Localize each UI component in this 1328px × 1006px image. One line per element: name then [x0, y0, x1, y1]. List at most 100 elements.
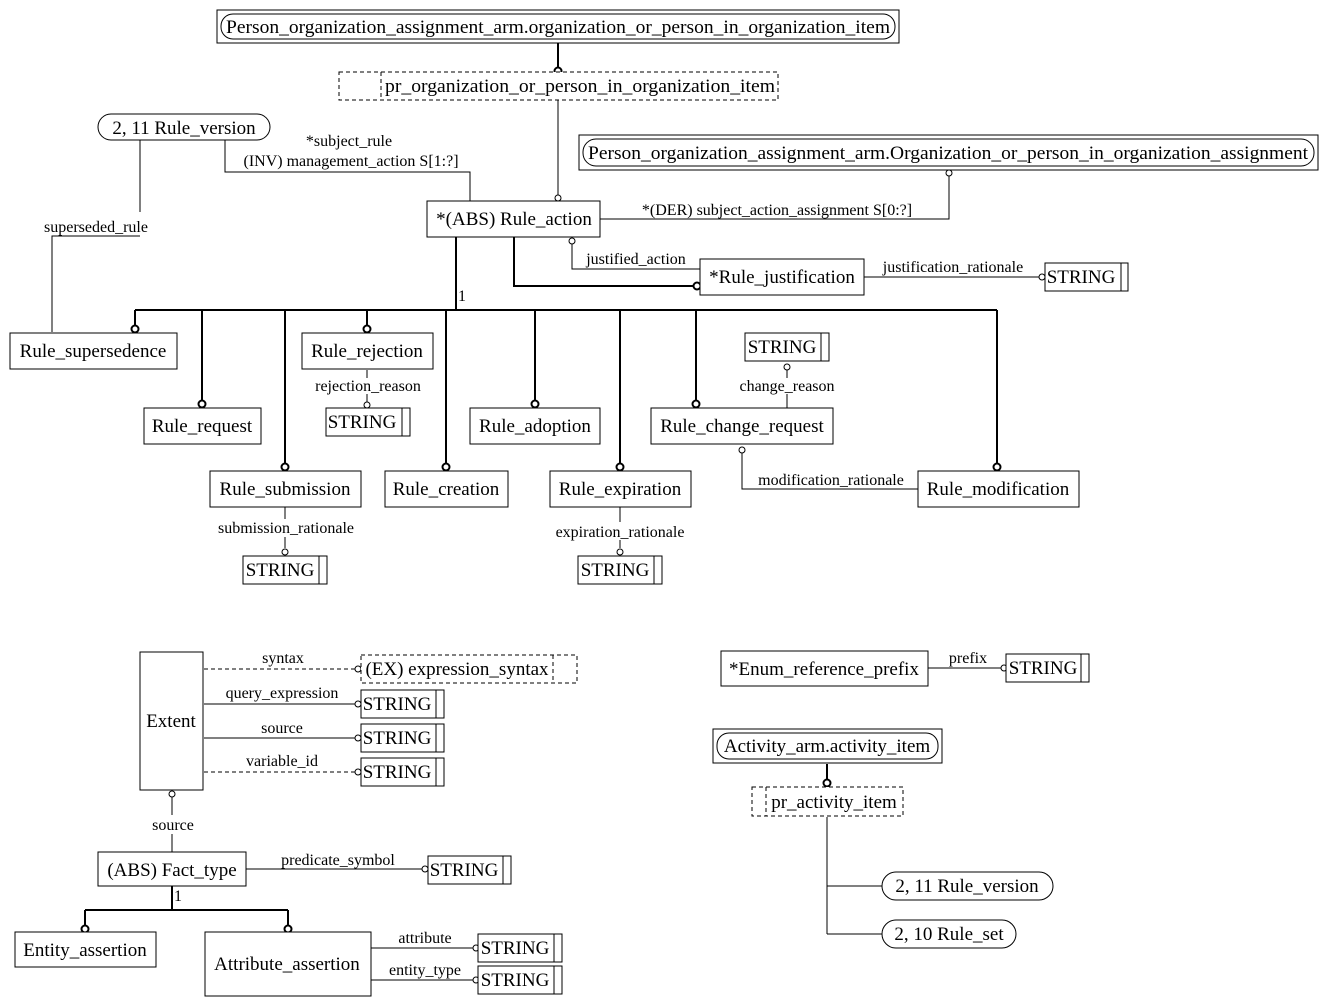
diagram-boxes [9, 9, 1319, 997]
string-justification-label: STRING [1047, 267, 1116, 288]
rule-submission-label: Rule_submission [220, 479, 351, 500]
string-submission-label: STRING [246, 560, 315, 581]
rule-supersedence-box [9, 332, 178, 370]
string-change-box [744, 332, 830, 362]
rule-supersedence-label: Rule_supersedence [20, 341, 167, 362]
box-texts: Person_organization_assignment_arm.organ… [20, 17, 1309, 991]
expression-syntax-label: (EX) expression_syntax [365, 659, 549, 680]
rule-expiration-label: Rule_expiration [559, 479, 682, 500]
pr-org-item-label: pr_organization_or_person_in_organizatio… [385, 76, 775, 97]
string-attribute-box [477, 933, 563, 963]
prefix-label: prefix [949, 650, 987, 667]
submission-rationale-label: submission_rationale [218, 520, 354, 537]
poa-select-ref [216, 9, 900, 44]
rule-version-ref-box [97, 113, 271, 141]
change-reason-label: change_reason [739, 378, 834, 395]
expression-syntax-box [360, 654, 578, 684]
rule-adoption-label: Rule_adoption [479, 416, 591, 437]
rule-change-request-box [650, 407, 834, 445]
source-attribute-label: source [261, 720, 303, 737]
pr-activity-item-box [751, 786, 904, 817]
rule-set-ref-label: 2, 10 Rule_set [894, 924, 1004, 945]
source-inverse-label: source [152, 817, 194, 834]
rule-request-label: Rule_request [152, 416, 253, 437]
string-entity-type-box [477, 965, 563, 995]
superseded-rule-label: superseded_rule [44, 219, 148, 236]
extent-box [139, 651, 204, 791]
rule-modification-label: Rule_modification [927, 479, 1070, 500]
poa-entity-label: Person_organization_assignment_arm.Organ… [588, 143, 1309, 164]
rule-adoption-box [469, 407, 601, 445]
fact-type-label: (ABS) Fact_type [107, 860, 236, 881]
string-source-box [360, 723, 445, 753]
entity-assertion-box [14, 931, 157, 968]
activity-item-ref [712, 728, 943, 764]
string-prefix-label: STRING [1009, 658, 1078, 679]
rule-modification-box [917, 470, 1080, 508]
management-action-label: (INV) management_action S[1:?] [243, 153, 458, 170]
rule-version-ref-label: 2, 11 Rule_version [112, 118, 256, 139]
rule-justification-box [699, 258, 865, 296]
query-expression-label: query_expression [226, 685, 339, 702]
relationship-labels: *subject_rule (INV) management_action S[… [38, 133, 1023, 979]
string-rejection-label: STRING [328, 412, 397, 433]
string-submission-box [242, 555, 328, 585]
string-justification-box [1044, 262, 1129, 292]
activity-item-label: Activity_arm.activity_item [724, 736, 931, 757]
rule-creation-box [384, 470, 509, 508]
variable-id-label: variable_id [246, 753, 318, 770]
predicate-symbol-label: predicate_symbol [281, 852, 395, 869]
relationship-lines [51, 43, 1040, 981]
rule-rejection-label: Rule_rejection [311, 341, 423, 362]
attribute-assertion-label: Attribute_assertion [214, 954, 360, 975]
fact-subtype-one-label: 1 [174, 888, 182, 905]
rule-creation-label: Rule_creation [393, 479, 500, 500]
string-query-label: STRING [363, 694, 432, 715]
string-rejection-box [325, 407, 411, 437]
rule-set-ref-box [881, 919, 1017, 949]
string-expiration-box [577, 555, 663, 585]
rule-expiration-box [549, 470, 692, 508]
rule-version-ref2-label: 2, 11 Rule_version [895, 876, 1039, 897]
entity-type-label: entity_type [389, 962, 461, 979]
modification-rationale-label: modification_rationale [758, 472, 904, 489]
subject-action-assignment-label: *(DER) subject_action_assignment S[0:?] [642, 202, 912, 219]
superseded-rule-label-bg [38, 217, 156, 233]
fact-type-box [97, 851, 247, 887]
poa-select-label: Person_organization_assignment_arm.organ… [226, 17, 890, 38]
rule-justification-label: *Rule_justification [709, 267, 855, 288]
justification-rationale-label: justification_rationale [882, 259, 1023, 276]
poa-entity-ref [578, 134, 1319, 171]
attribute-assertion-box [204, 931, 372, 997]
string-source-label: STRING [363, 728, 432, 749]
attribute-label: attribute [398, 930, 451, 947]
subtype-one-label: 1 [458, 288, 466, 305]
justified-action-label: justified_action [585, 251, 686, 268]
string-predicate-label: STRING [430, 860, 499, 881]
rule-action-box [426, 200, 601, 238]
expiration-rationale-label: expiration_rationale [556, 524, 685, 541]
rejection-reason-label: rejection_reason [315, 378, 421, 395]
string-prefix-box [1005, 653, 1090, 683]
string-attribute-label: STRING [481, 938, 550, 959]
string-variable-box [360, 757, 445, 787]
entity-assertion-label: Entity_assertion [23, 940, 147, 961]
rule-rejection-box [301, 332, 434, 370]
enum-prefix-box [720, 650, 929, 687]
string-entity-type-label: STRING [481, 970, 550, 991]
rule-change-request-label: Rule_change_request [660, 416, 824, 437]
rule-request-box [143, 407, 262, 445]
string-query-box [360, 689, 445, 719]
string-change-label: STRING [748, 337, 817, 358]
extent-label: Extent [146, 711, 196, 732]
rule-submission-box [209, 470, 362, 508]
rule-action-label: *(ABS) Rule_action [436, 209, 592, 230]
subject-rule-label: *subject_rule [306, 133, 392, 150]
pr-org-item-box [338, 71, 779, 101]
string-predicate-box [427, 855, 512, 885]
syntax-label: syntax [262, 650, 304, 667]
string-variable-label: STRING [363, 762, 432, 783]
rule-version-ref2-box [881, 871, 1054, 901]
